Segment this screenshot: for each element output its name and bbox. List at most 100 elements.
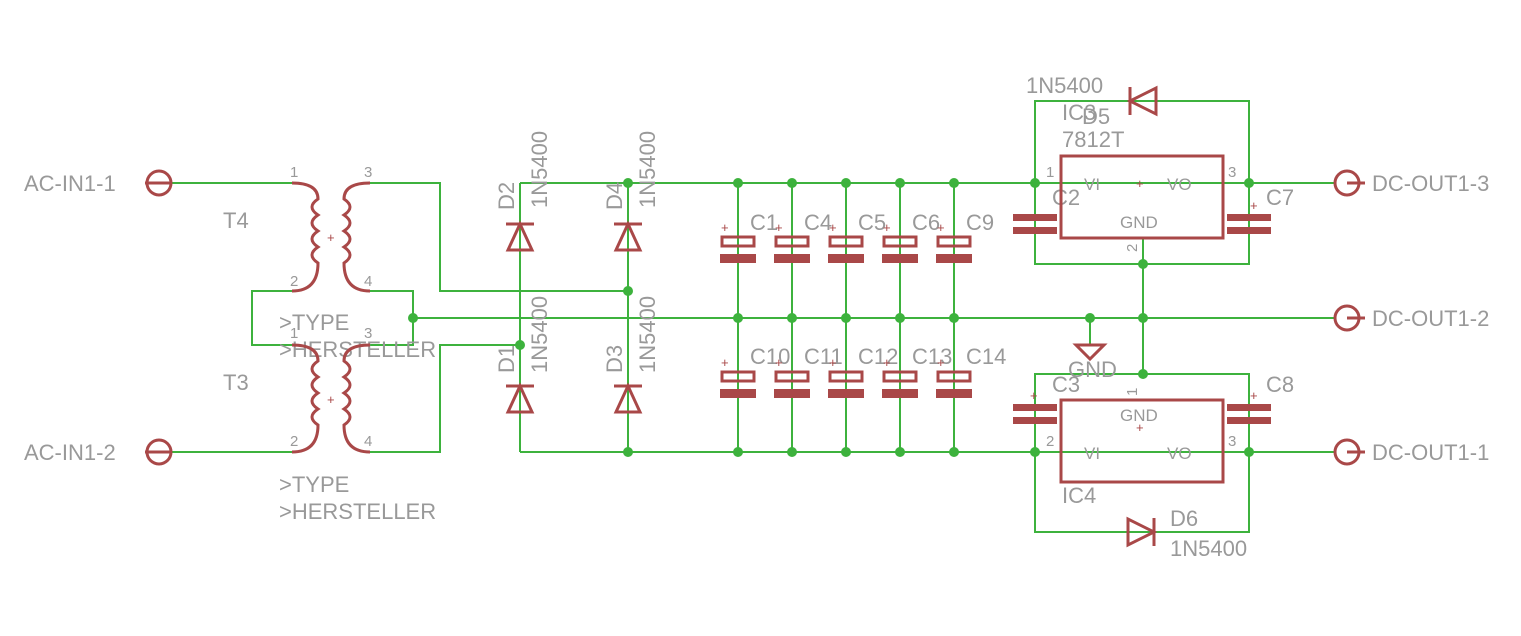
capacitor-c8: + C8: [1227, 372, 1294, 424]
capacitor-c14: + C14: [936, 344, 1006, 398]
capacitor-c9: + C9: [936, 210, 994, 263]
pin-gnd: GND: [1120, 213, 1158, 232]
capacitor-name: C4: [804, 210, 832, 235]
diode-d3: D3 1N5400: [602, 296, 660, 414]
pin-label: 3: [364, 164, 372, 181]
capacitor-name: C11: [804, 344, 843, 369]
diode-name: D3: [602, 345, 627, 373]
capacitor-name: C2: [1052, 185, 1080, 210]
diode-d6: D6 1N5400: [1126, 506, 1247, 561]
svg-text:+: +: [721, 355, 729, 370]
capacitor-name: C8: [1266, 372, 1294, 397]
connector-label: AC-IN1-1: [24, 171, 116, 196]
diode-d2: D2 1N5400: [494, 131, 552, 252]
capacitor-name: C1: [750, 210, 778, 235]
diode-name: D2: [494, 182, 519, 210]
pin-number: 3: [1228, 433, 1236, 450]
svg-text:+: +: [327, 392, 335, 407]
connector-label: DC-OUT1-3: [1372, 171, 1489, 196]
junctions: [408, 178, 1254, 457]
pin-number: 1: [1046, 164, 1054, 181]
pin-number: 3: [1228, 164, 1236, 181]
transformer-maker: >HERSTELLER: [279, 499, 436, 524]
diode-name: D6: [1170, 506, 1198, 531]
diode-d4: D4 1N5400: [602, 131, 660, 252]
capacitor-name: C7: [1266, 185, 1294, 210]
capacitor-name: C9: [966, 210, 994, 235]
pin-label: 4: [364, 433, 372, 450]
capacitor-c5: + C5: [828, 210, 886, 263]
connector-label: DC-OUT1-1: [1372, 440, 1489, 465]
pin-number: 1: [1124, 388, 1141, 396]
regulator-name: IC3: [1062, 100, 1096, 125]
svg-text:+: +: [1136, 420, 1144, 435]
svg-text:+: +: [937, 355, 945, 370]
diode-value: 1N5400: [1026, 73, 1103, 98]
capacitor-c12: + C12: [828, 344, 898, 398]
capacitor-name: C14: [966, 344, 1006, 369]
pin-number: 2: [1046, 433, 1054, 450]
svg-text:+: +: [327, 230, 335, 245]
capacitor-c13: + C13: [882, 344, 952, 398]
pin-vo: VO: [1167, 444, 1192, 463]
capacitor-c7: + C7: [1227, 185, 1294, 234]
diode-value: 1N5400: [635, 296, 660, 373]
svg-text:+: +: [1250, 388, 1258, 403]
diode-value: 1N5400: [527, 131, 552, 208]
capacitor-name: C13: [912, 344, 952, 369]
svg-text:+: +: [1136, 176, 1144, 191]
svg-text:+: +: [1250, 198, 1258, 213]
regulator-name: IC4: [1062, 483, 1096, 508]
connector-dc-out-1: DC-OUT1-1: [1249, 438, 1489, 466]
diode-name: D1: [494, 345, 519, 373]
transformer-maker: >HERSTELLER: [279, 337, 436, 362]
diode-name: D5: [1082, 104, 1110, 129]
diode-value: 1N5400: [527, 296, 552, 373]
pin-label: 1: [290, 325, 298, 342]
svg-text:+: +: [937, 220, 945, 235]
capacitor-c4: + C4: [774, 210, 832, 263]
capacitor-c10: + C10: [720, 344, 790, 398]
transformer-t4: 1 2 3 4 + T4 >TYPE >HERSTELLER: [223, 164, 436, 362]
diode-value: 1N5400: [635, 131, 660, 208]
capacitor-c6: + C6: [882, 210, 940, 263]
connector-dc-out-3: DC-OUT1-3: [1249, 169, 1489, 197]
capacitor-name: C12: [858, 344, 898, 369]
pin-label: 2: [290, 273, 298, 290]
pin-vi: VI: [1084, 175, 1100, 194]
capacitor-name: C10: [750, 344, 790, 369]
transformer-type: >TYPE: [279, 472, 349, 497]
svg-text:+: +: [1030, 388, 1038, 403]
svg-text:+: +: [775, 355, 783, 370]
regulator-ic3: C2 + C7 VI VO GND + 1 2 3 IC3 7812T D5 1…: [1013, 73, 1294, 252]
regulator-value: 7812T: [1062, 127, 1124, 152]
capacitor-name: C5: [858, 210, 886, 235]
capacitors-top: + C1 + C4 + C5 + C6 + C9: [720, 210, 994, 263]
capacitor-c3: + C3: [1013, 372, 1080, 424]
pin-vo: VO: [1167, 175, 1192, 194]
svg-text:+: +: [775, 220, 783, 235]
pin-label: 1: [290, 164, 298, 181]
svg-text:+: +: [829, 355, 837, 370]
pin-label: 4: [364, 273, 372, 290]
transformer-t3: 1 2 3 4 + T3 >TYPE >HERSTELLER: [223, 325, 436, 524]
diode-name: D4: [602, 182, 627, 210]
connector-label: DC-OUT1-2: [1372, 306, 1489, 331]
transformer-name: T3: [223, 370, 249, 395]
connector-label: AC-IN1-2: [24, 440, 116, 465]
pin-label: 3: [364, 325, 372, 342]
connector-ac-in-2: AC-IN1-2: [24, 438, 173, 466]
pin-label: 2: [290, 433, 298, 450]
svg-text:+: +: [829, 220, 837, 235]
svg-text:+: +: [883, 355, 891, 370]
connector-dc-out-2: DC-OUT1-2: [1305, 304, 1489, 332]
gnd-label: GND: [1068, 357, 1117, 382]
pin-vi: VI: [1084, 444, 1100, 463]
regulator-ic4: + C3 + C8 VI VO GND + 1 2 3 IC4 D6 1N540…: [1013, 372, 1294, 561]
transformer-name: T4: [223, 208, 249, 233]
diode-d1: D1 1N5400: [494, 296, 552, 414]
diode-d5: D5 1N5400: [1026, 73, 1158, 129]
capacitor-name: C3: [1052, 372, 1080, 397]
capacitor-name: C6: [912, 210, 940, 235]
